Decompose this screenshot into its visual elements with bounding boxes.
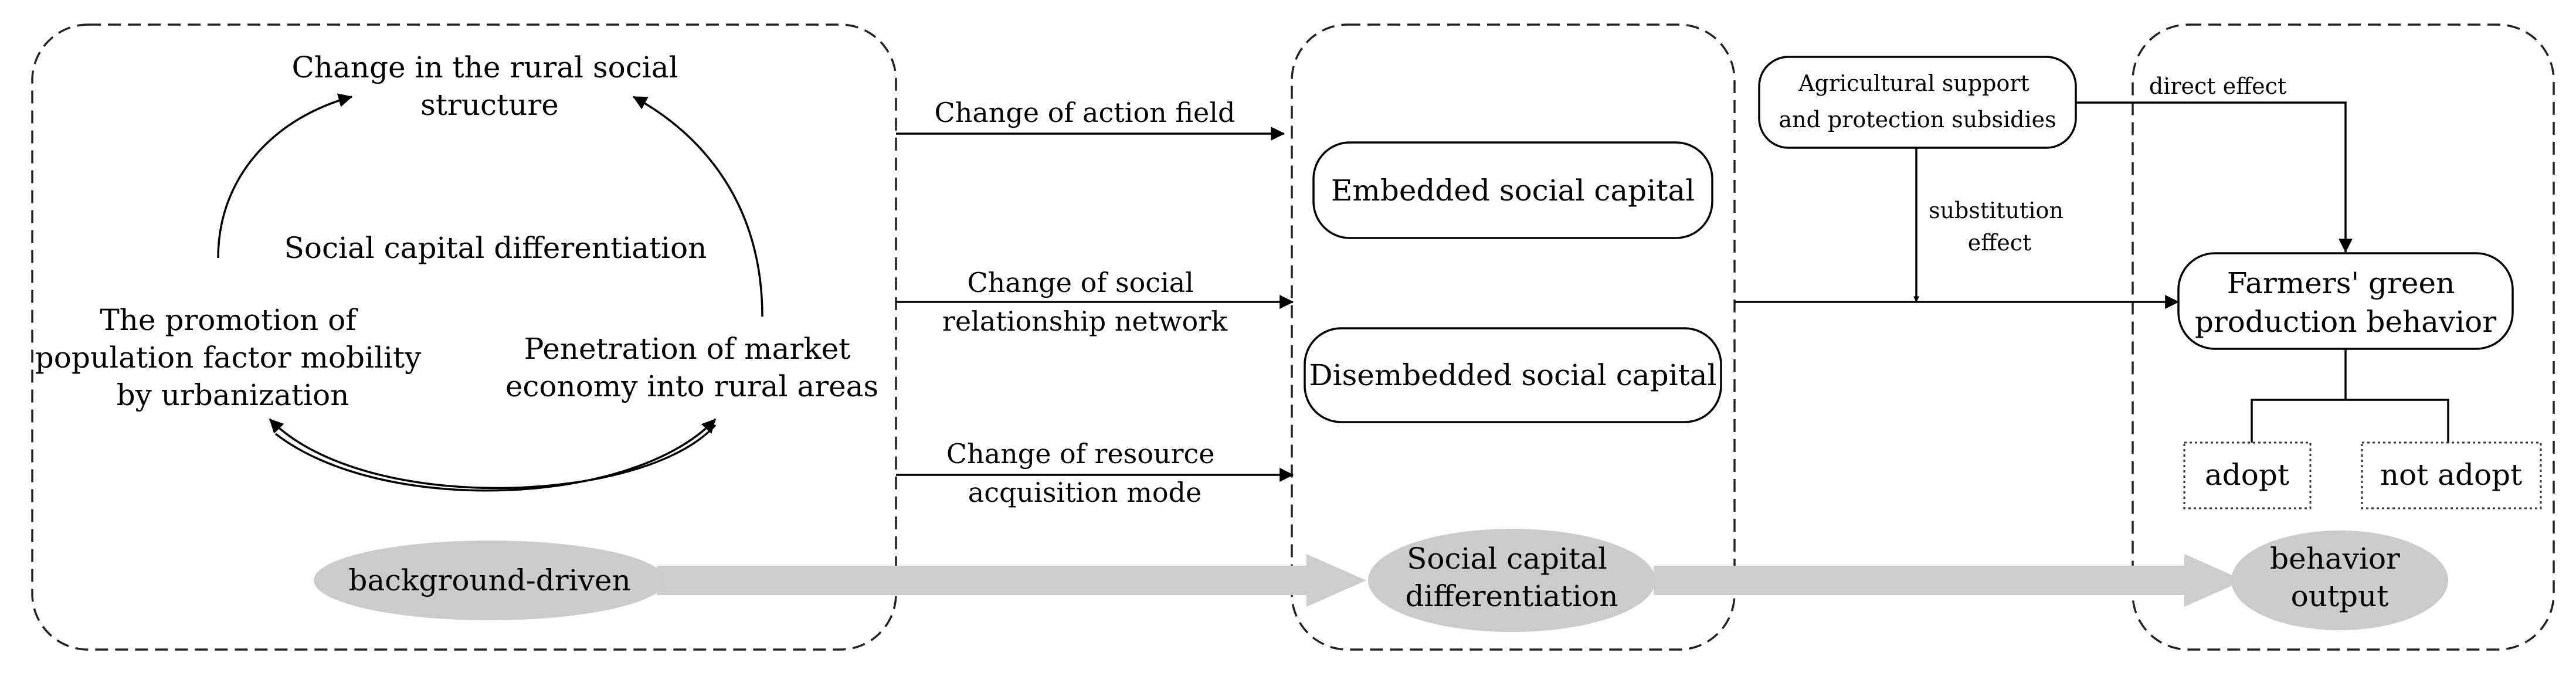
differentiation-panel xyxy=(1291,23,1736,651)
cycle-arrow-right-to-left xyxy=(269,418,717,490)
label-relationship-network: Change of social relationship network xyxy=(942,267,1228,337)
not-adopt-box xyxy=(2361,441,2542,509)
tree-branch xyxy=(2251,399,2449,443)
node-urbanization: The promotion of population factor mobil… xyxy=(35,303,430,412)
flow-arrow-1 xyxy=(657,554,1366,607)
center-label: Social capital differentiation xyxy=(284,231,707,265)
node-rural-structure: Change in the rural social structure xyxy=(292,50,688,122)
background-panel xyxy=(31,23,897,651)
adopt-box xyxy=(2183,441,2312,509)
subsidy-label: Agricultural support and protection subs… xyxy=(1779,70,2056,132)
stage-output xyxy=(2231,531,2448,630)
label-action-field: Change of action field xyxy=(935,97,1236,128)
cycle-arrow-left-to-right xyxy=(274,418,717,492)
stage-output-label: behavior output xyxy=(2270,542,2409,613)
stage-background-label: background-driven xyxy=(348,563,630,597)
substitution-label: substitution effect xyxy=(1929,198,2071,256)
background-cycle: Change in the rural social structure Soc… xyxy=(35,50,878,492)
subsidy-block: Agricultural support and protection subs… xyxy=(1735,56,2353,309)
node-market-economy: Penetration of market economy into rural… xyxy=(505,332,878,403)
embedded-box xyxy=(1312,141,1713,239)
stage-background xyxy=(314,541,666,620)
behavior-output: Farmers' green production behavior adopt… xyxy=(2177,252,2542,509)
behavior-label: Farmers' green production behavior xyxy=(2195,266,2496,339)
disembedded-box xyxy=(1304,327,1722,423)
stage-differentiation-label: Social capital differentiation xyxy=(1405,542,1618,613)
mechanism-arrows: Change of action field Change of social … xyxy=(896,97,1294,508)
not-adopt-label: not adopt xyxy=(2380,458,2522,492)
stage-differentiation xyxy=(1368,529,1655,632)
cycle-arrow-right-to-top xyxy=(632,96,763,317)
cycle-arrow-left-to-top xyxy=(217,93,353,259)
adopt-label: adopt xyxy=(2205,458,2289,492)
disembedded-label: Disembedded social capital xyxy=(1309,358,1717,392)
direct-effect-label: direct effect xyxy=(2149,73,2286,99)
flow-arrow-2 xyxy=(1654,554,2244,607)
social-capital-types: Embedded social capital Disembedded soci… xyxy=(1304,141,1722,423)
direct-effect-arrow xyxy=(2076,101,2353,253)
stage-flow-band xyxy=(657,554,2244,607)
embedded-label: Embedded social capital xyxy=(1331,174,1695,208)
stage-ellipses: background-driven Social capital differe… xyxy=(314,529,2448,632)
label-resource-acquisition: Change of resource acquisition mode xyxy=(946,438,1223,508)
